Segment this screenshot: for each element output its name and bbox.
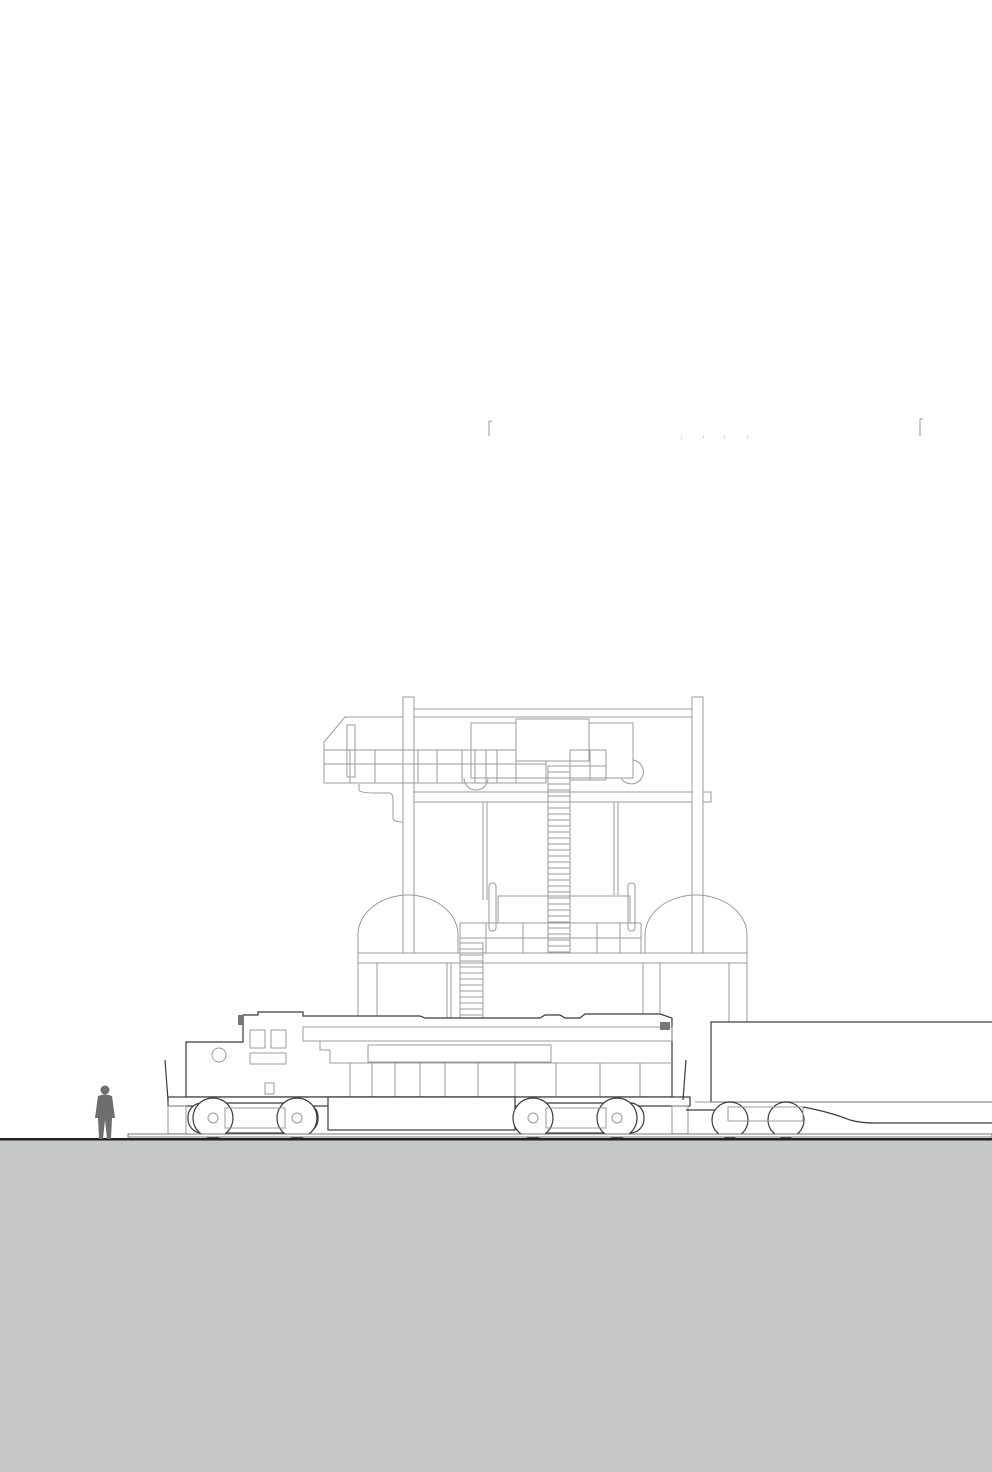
front-truck xyxy=(187,1097,319,1139)
rail xyxy=(127,1133,992,1138)
ground-line xyxy=(0,1138,992,1141)
gantry-crane xyxy=(323,696,748,1022)
rail-car xyxy=(686,1021,992,1139)
reference-marks xyxy=(488,418,923,438)
locomotive xyxy=(164,1011,691,1139)
ground-fill xyxy=(0,1140,992,1472)
rear-truck xyxy=(512,1097,645,1139)
human-scale-figure xyxy=(95,1085,115,1139)
